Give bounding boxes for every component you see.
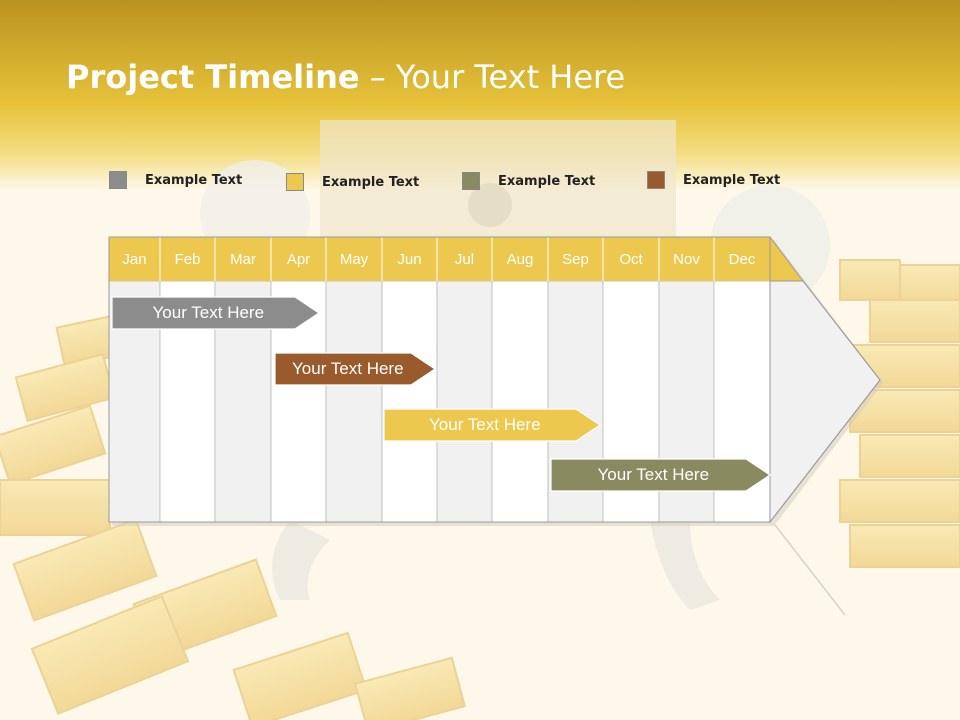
legend-label: Example Text — [145, 172, 243, 188]
timeline-bar — [550, 458, 772, 492]
month-label-nov: Nov — [673, 250, 700, 268]
month-column — [436, 280, 493, 523]
month-label-sep: Sep — [562, 250, 589, 268]
timeline-bar-label: Your Text Here — [152, 303, 265, 322]
legend-item: Example Text — [462, 171, 595, 191]
legend-swatch — [462, 172, 480, 190]
legend-swatch — [109, 171, 127, 189]
month-label-apr: Apr — [286, 250, 311, 268]
legend-swatch — [647, 171, 665, 189]
legend-label: Example Text — [322, 174, 420, 190]
month-label-jul: Jul — [454, 250, 475, 268]
month-label-may: May — [339, 250, 369, 268]
legend-label: Example Text — [498, 173, 596, 189]
month-label-aug: Aug — [506, 250, 534, 268]
timeline-bar — [274, 352, 437, 386]
month-label-jun: Jun — [397, 250, 422, 268]
timeline-bar — [111, 296, 321, 330]
timeline-bar-label: Your Text Here — [292, 359, 404, 378]
legend-swatch — [286, 173, 304, 191]
timeline-bar — [383, 408, 602, 442]
page-title: Project Timeline – Your Text Here — [66, 58, 626, 96]
legend-item: Example Text — [286, 172, 419, 192]
month-column — [491, 280, 549, 523]
timeline-bar-label: Your Text Here — [429, 415, 541, 434]
month-label-feb: Feb — [174, 250, 201, 268]
timeline-bar-label: Your Text Here — [597, 465, 710, 484]
month-label-mar: Mar — [230, 250, 256, 268]
month-column — [325, 280, 383, 523]
month-label-jan: Jan — [122, 250, 147, 268]
legend-label: Example Text — [683, 172, 781, 188]
month-label-dec: Dec — [728, 250, 756, 268]
month-column — [381, 280, 438, 523]
month-label-oct: Oct — [619, 250, 643, 268]
legend-item: Example Text — [647, 170, 780, 190]
legend-item: Example Text — [109, 170, 242, 190]
